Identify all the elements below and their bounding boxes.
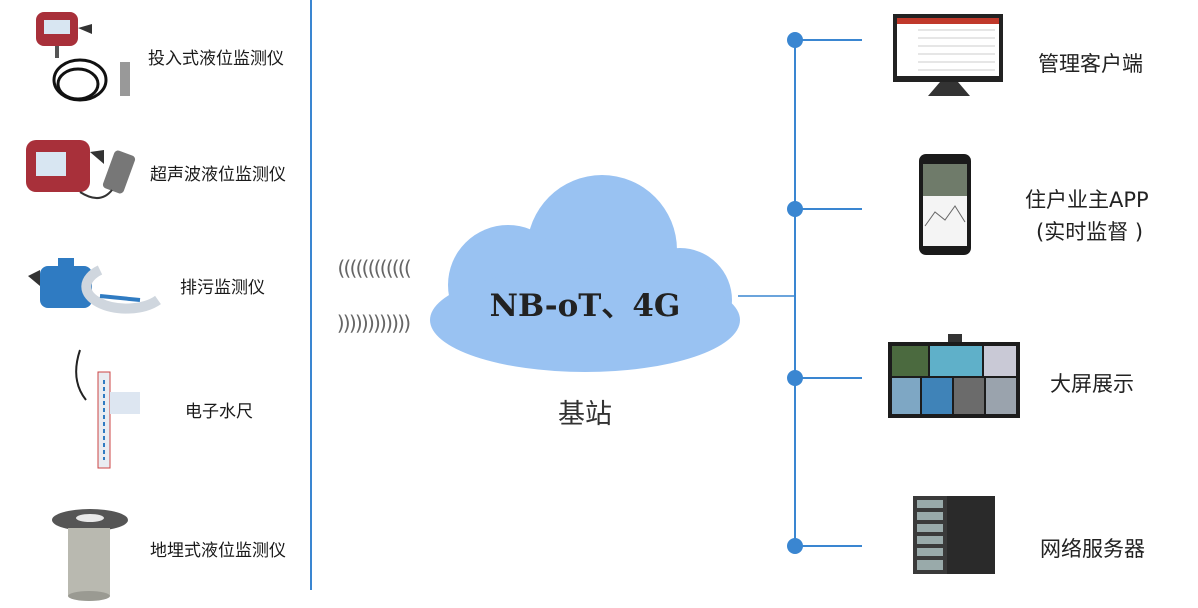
base-station-label: 基站 [558,399,612,430]
device-label-ultrasonic: 超声波液位监测仪 [150,165,286,185]
submersible-level-sensor-icon [36,12,130,102]
signal-waves-incoming: (((((((((((( [335,256,413,280]
desktop-monitor-icon [893,14,1003,96]
device-label-buried: 地埋式液位监测仪 [150,541,286,561]
bus-branches [795,39,862,547]
device-label-submersible: 投入式液位监测仪 [148,49,284,69]
bus-dot-2 [787,201,803,217]
output-label-network-server: 网络服务器 [1040,537,1145,561]
output-label-big-screen: 大屏展示 [1050,372,1134,396]
signal-waves-outgoing: )))))))))))) [335,311,413,335]
device-label-water-gauge: 电子水尺 [185,402,253,422]
bus-dot-4 [787,538,803,554]
output-label-app-line1: 住户业主APP [1025,188,1149,212]
ultrasonic-level-sensor-icon [26,140,136,199]
bus-dots [787,32,803,554]
large-screen-display-icon [888,334,1020,418]
buried-level-sensor-icon [52,509,128,601]
sewage-monitor-icon [28,258,161,314]
electronic-water-gauge-icon [75,349,140,469]
cloud-network-label: NB-oT、4G [489,288,681,324]
device-label-sewage: 排污监测仪 [180,278,265,298]
output-label-app-line2: (实时监督 ) [1036,220,1144,244]
output-label-management-client: 管理客户端 [1038,52,1143,76]
network-server-icon [913,496,995,574]
smartphone-app-icon [919,154,971,255]
cloud-icon [430,175,740,372]
bus-dot-3 [787,370,803,386]
bus-dot-1 [787,32,803,48]
